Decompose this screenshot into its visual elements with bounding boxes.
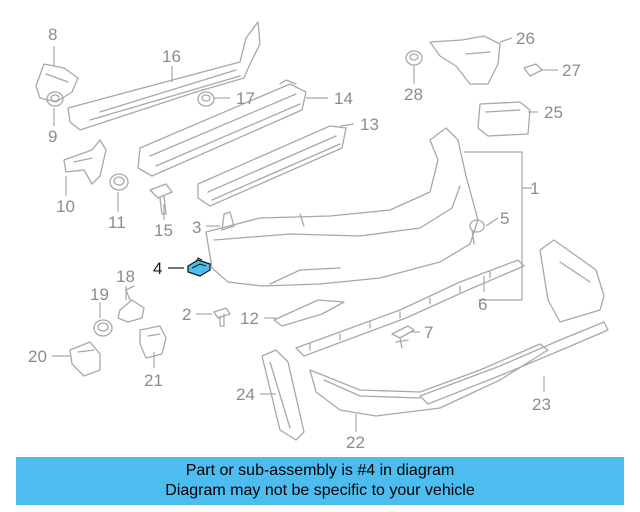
callout-16: 16 <box>162 47 181 66</box>
callout-12: 12 <box>240 309 259 328</box>
part-14-drawing <box>137 79 307 177</box>
part-24-drawing <box>261 349 305 441</box>
callout-24: 24 <box>236 385 255 404</box>
part-9-drawing <box>46 91 64 107</box>
callout-7: 7 <box>424 323 433 342</box>
part-13-drawing <box>197 125 347 207</box>
callout-19: 19 <box>90 285 109 304</box>
part-6-drawing <box>295 259 525 357</box>
part-18-drawing <box>117 285 145 323</box>
callout-1: 1 <box>530 179 539 198</box>
banner-line-part-number: Part or sub-assembly is #4 in diagram <box>185 462 455 479</box>
part-8-drawing <box>35 63 79 103</box>
part-1-drawing <box>205 127 479 287</box>
part-25-drawing <box>477 101 531 137</box>
part-16-drawing <box>67 21 261 131</box>
callout-25: 25 <box>544 103 563 122</box>
callout-11: 11 <box>108 213 126 232</box>
callout-14: 14 <box>334 89 353 108</box>
callout-3: 3 <box>192 218 201 237</box>
part-22-drawing <box>309 343 549 417</box>
callout-8: 8 <box>48 25 57 44</box>
part-15-drawing <box>149 183 173 215</box>
callout-17: 17 <box>236 89 255 108</box>
callout-23: 23 <box>532 395 551 414</box>
info-banner: Part or sub-assembly is #4 in diagram Di… <box>16 457 624 505</box>
leader-lines <box>52 37 558 432</box>
parts-diagram: 1 2 3 4 5 6 7 8 9 10 11 12 13 14 15 16 1… <box>28 21 609 452</box>
callout-numbers: 1 2 3 4 5 6 7 8 9 10 11 12 13 14 15 16 1… <box>28 25 581 452</box>
part-5-drawing <box>469 219 485 245</box>
callout-5: 5 <box>500 209 509 228</box>
part-12-drawing <box>273 299 345 327</box>
callout-6: 6 <box>478 295 487 314</box>
callout-15: 15 <box>154 221 173 240</box>
callout-9: 9 <box>48 127 57 146</box>
callout-10: 10 <box>56 197 75 216</box>
part-26-drawing <box>429 35 501 85</box>
part-20-drawing <box>69 341 101 377</box>
part-3-drawing <box>221 211 235 231</box>
callout-13: 13 <box>360 115 379 134</box>
part-28-drawing <box>405 50 423 66</box>
callout-2: 2 <box>182 305 191 324</box>
callout-27: 27 <box>562 61 581 80</box>
callout-4: 4 <box>153 259 162 278</box>
part-11-drawing <box>109 173 129 191</box>
banner-line-disclaimer: Diagram may not be specific to your vehi… <box>165 482 475 499</box>
callout-22: 22 <box>346 433 365 452</box>
part-27-drawing <box>523 63 543 77</box>
part-4-clip-detail <box>191 257 207 269</box>
part-4-clip-highlight <box>187 259 211 277</box>
part-17-drawing <box>197 91 215 107</box>
part-23-drawing <box>419 239 609 405</box>
callout-18: 18 <box>116 267 135 286</box>
part-21-drawing <box>139 325 167 359</box>
part-2-drawing <box>213 307 231 327</box>
callout-21: 21 <box>144 371 163 390</box>
part-19-drawing <box>93 319 113 337</box>
callout-20: 20 <box>28 347 47 366</box>
callout-28: 28 <box>404 85 423 104</box>
part-10-drawing <box>63 139 107 185</box>
part-7-drawing <box>391 325 415 349</box>
callout-26: 26 <box>516 29 535 48</box>
